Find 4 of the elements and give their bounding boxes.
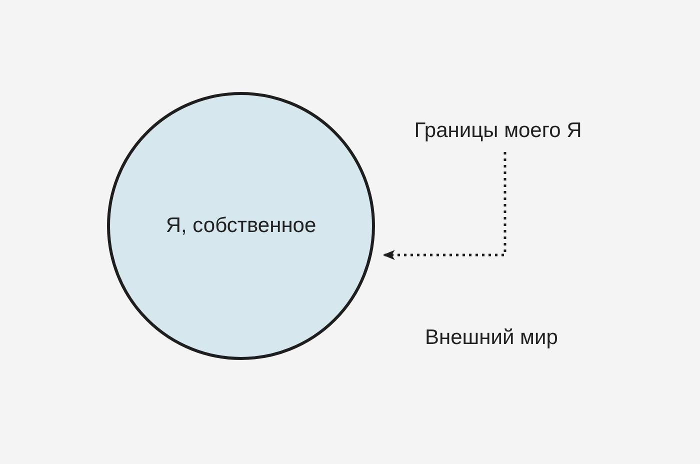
outer-world-label: Внешний мир [425,326,558,350]
dotted-arrow [382,152,506,260]
circle-label: Я, собственное [166,214,316,238]
boundary-label: Границы моего Я [414,119,582,143]
